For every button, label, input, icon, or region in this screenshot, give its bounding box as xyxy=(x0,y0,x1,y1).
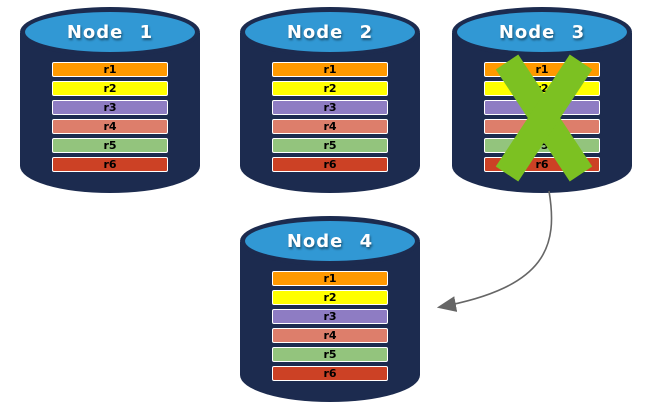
row-label: r5 xyxy=(323,139,337,152)
cylinder-top: Node 1 xyxy=(20,7,200,57)
node-2: Node 2 r1 r2 r3 r4 r5 r6 xyxy=(240,7,420,193)
row-list: r1 r2 r3 r4 r5 r6 xyxy=(272,271,388,381)
row-r2: r2 xyxy=(52,81,168,96)
row-label: r4 xyxy=(103,120,117,133)
row-label: r3 xyxy=(323,310,337,323)
row-r1: r1 xyxy=(272,62,388,77)
row-label: r2 xyxy=(323,82,337,95)
row-label: r6 xyxy=(535,158,549,171)
row-label: r3 xyxy=(323,101,337,114)
failure-x-icon xyxy=(495,54,593,182)
node-4: Node 4 r1 r2 r3 r4 r5 r6 xyxy=(240,216,420,402)
row-label: r1 xyxy=(323,63,337,76)
row-label: r5 xyxy=(103,139,117,152)
row-r2: r2 xyxy=(272,81,388,96)
row-label: r6 xyxy=(323,367,337,380)
row-r4: r4 xyxy=(52,119,168,134)
row-r5: r5 xyxy=(52,138,168,153)
row-label: r2 xyxy=(535,82,549,95)
row-label: r1 xyxy=(323,272,337,285)
row-label: r4 xyxy=(323,329,337,342)
cylinder-top: Node 2 xyxy=(240,7,420,57)
row-r5: r5 xyxy=(272,138,388,153)
row-label: r4 xyxy=(323,120,337,133)
row-label: r1 xyxy=(535,63,549,76)
cylinder-top: Node 4 xyxy=(240,216,420,266)
row-label: r6 xyxy=(103,158,117,171)
row-r1: r1 xyxy=(272,271,388,286)
row-r2: r2 xyxy=(272,290,388,305)
row-label: r2 xyxy=(103,82,117,95)
row-list: r1 r2 r3 r4 r5 r6 xyxy=(272,62,388,172)
node-1: Node 1 r1 r2 r3 r4 r5 r6 xyxy=(20,7,200,193)
node-title: Node 2 xyxy=(286,21,374,43)
row-r3: r3 xyxy=(272,100,388,115)
row-r3: r3 xyxy=(272,309,388,324)
row-label: r5 xyxy=(323,348,337,361)
row-label: r6 xyxy=(323,158,337,171)
node-title: Node 3 xyxy=(498,21,586,43)
node-title: Node 1 xyxy=(66,21,154,43)
row-r3: r3 xyxy=(52,100,168,115)
cylinder-top: Node 3 xyxy=(452,7,632,57)
row-list: r1 r2 r3 r4 r5 r6 xyxy=(52,62,168,172)
row-r6: r6 xyxy=(52,157,168,172)
row-label: r3 xyxy=(103,101,117,114)
row-label: r1 xyxy=(103,63,117,76)
row-r5: r5 xyxy=(272,347,388,362)
row-r4: r4 xyxy=(272,328,388,343)
row-label: r2 xyxy=(323,291,337,304)
row-r6: r6 xyxy=(272,366,388,381)
node-title: Node 4 xyxy=(286,230,374,252)
row-r6: r6 xyxy=(272,157,388,172)
row-r4: r4 xyxy=(272,119,388,134)
row-r1: r1 xyxy=(52,62,168,77)
